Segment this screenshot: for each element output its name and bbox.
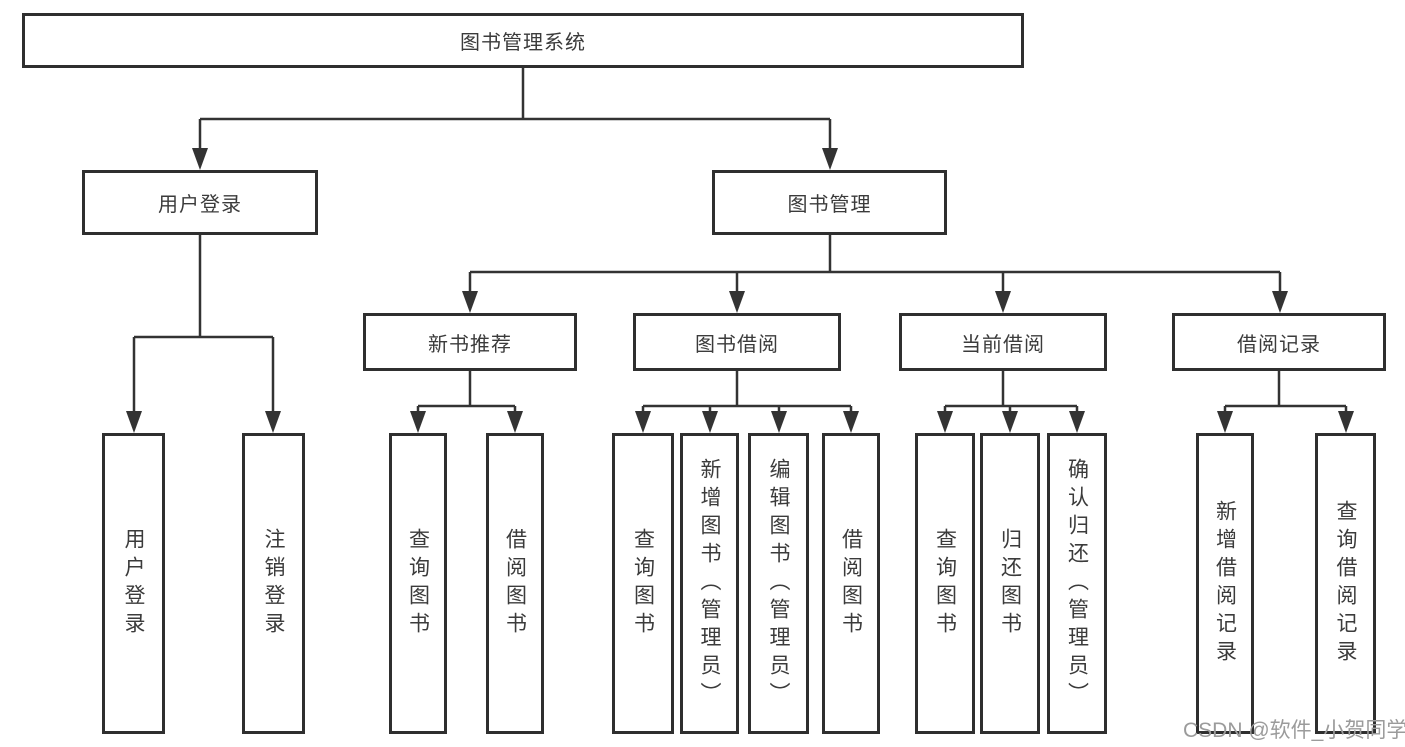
leaf-add-borrow-record: 新增借阅记录 [1196, 433, 1254, 734]
arrowhead [507, 411, 523, 433]
arrowhead [995, 291, 1011, 313]
arrowhead [635, 411, 651, 433]
node-current-borrow: 当前借阅 [899, 313, 1107, 371]
leaf-query-book-1: 查询图书 [389, 433, 447, 734]
arrowhead [937, 411, 953, 433]
csdn-watermark: CSDN @软件_小贺同学 [1183, 719, 1405, 742]
arrowhead [1217, 411, 1233, 433]
arrowhead [1338, 411, 1354, 433]
leaf-borrow-book-2: 借阅图书 [822, 433, 880, 734]
node-root-system: 图书管理系统 [22, 13, 1024, 68]
arrowhead [1069, 411, 1085, 433]
arrowhead [410, 411, 426, 433]
leaf-query-book-3: 查询图书 [915, 433, 975, 734]
arrowhead [126, 411, 142, 433]
leaf-logout: 注销登录 [242, 433, 305, 734]
arrowhead [462, 291, 478, 313]
arrowhead [192, 148, 208, 170]
arrowhead [265, 411, 281, 433]
arrowhead [771, 411, 787, 433]
leaf-borrow-book-1: 借阅图书 [486, 433, 544, 734]
arrowhead [822, 148, 838, 170]
arrowhead [702, 411, 718, 433]
arrowhead [843, 411, 859, 433]
leaf-query-borrow-record: 查询借阅记录 [1315, 433, 1376, 734]
arrowhead [1272, 291, 1288, 313]
node-borrow-record: 借阅记录 [1172, 313, 1386, 371]
node-book-borrow: 图书借阅 [633, 313, 841, 371]
arrowhead [729, 291, 745, 313]
arrowhead [1002, 411, 1018, 433]
leaf-edit-book-admin: 编辑图书（管理员） [748, 433, 809, 734]
leaf-query-book-2: 查询图书 [612, 433, 674, 734]
leaf-return-book: 归还图书 [980, 433, 1040, 734]
leaf-user-login: 用户登录 [102, 433, 165, 734]
leaf-add-book-admin: 新增图书（管理员） [680, 433, 739, 734]
node-user-login: 用户登录 [82, 170, 318, 235]
leaf-confirm-return-admin: 确认归还（管理员） [1047, 433, 1107, 734]
node-book-management: 图书管理 [712, 170, 947, 235]
node-new-book-recommend: 新书推荐 [363, 313, 577, 371]
